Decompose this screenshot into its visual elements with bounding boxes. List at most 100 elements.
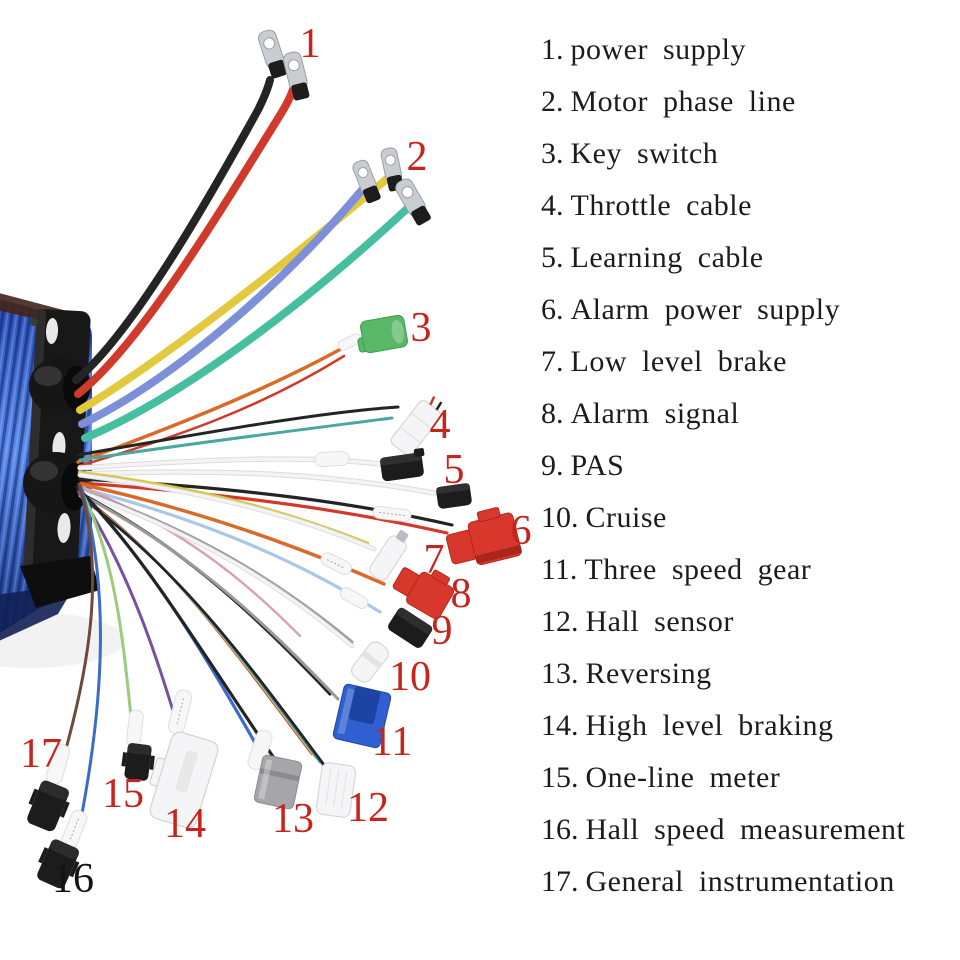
connector-8-red [392,567,455,620]
wire-cruise-white [79,490,354,648]
legend-item-3: 3.Key switch [541,128,960,180]
grommet-highlight-upper [34,366,62,386]
connector-5a-black [380,448,425,482]
legend-label: Alarm signal [570,397,740,430]
connector-12-white [315,762,357,818]
connector-10-white [351,641,389,683]
bracket-foot [20,556,100,608]
connector-6-red [445,507,522,566]
marker-8: 8 [451,571,472,617]
marker-7: 7 [424,537,445,583]
connector-3-green [357,314,408,354]
wire-learning-white-a [78,457,382,470]
marker-2: 2 [407,134,428,180]
legend-label: Three speed gear [584,553,812,586]
legend-label: Throttle cable [570,189,752,222]
legend-item-16: 16.Hall speed measurement [541,804,960,856]
number-markers: 1 2 3 4 5 6 7 8 9 10 11 12 13 14 15 16 1… [20,21,532,902]
wire-hall-yellow [78,494,318,760]
key-switch-crimp [337,333,363,351]
sleeve-print-14 [176,698,184,726]
marker-3: 3 [411,305,432,351]
wire-throttle-black [76,405,400,457]
marker-12: 12 [347,785,389,831]
legend-item-2: 2.Motor phase line [541,76,960,128]
motor-harness-photo: 1 2 3 4 5 6 7 8 9 10 11 12 13 14 15 16 1… [0,21,532,902]
legend-label: Alarm power supply [570,293,841,326]
legend-item-11: 11.Three speed gear [541,544,960,596]
legend-item-1: 1.power supply [541,24,960,76]
pas-sleeve [339,587,369,609]
connector-5b-black [436,483,472,509]
alarm-signal-sleeve [320,552,352,575]
marker-11: 11 [372,719,412,765]
legend-label: Motor phase line [570,85,796,118]
wire-hall-red [77,492,314,756]
marker-5: 5 [444,447,465,493]
legend-item-17: 17.General instrumentation [541,856,960,908]
connector-4-white [390,396,443,456]
legend-number: 12. [541,605,579,638]
wire-brake-white [78,473,376,551]
legend-number: 4. [541,189,564,222]
marker-14: 14 [164,801,206,847]
legend-label: Learning cable [570,241,764,274]
legend-item-10: 10.Cruise [541,492,960,544]
legend-item-5: 5.Learning cable [541,232,960,284]
legend-number: 11. [541,553,578,586]
marker-1: 1 [300,21,321,67]
legend-item-13: 13.Reversing [541,648,960,700]
wire-hallspeed-blue [78,484,102,826]
legend-number: 13. [541,657,579,690]
legend-item-8: 8.Alarm signal [541,388,960,440]
connectors [27,29,522,889]
legend-number: 6. [541,293,564,326]
marker-6: 6 [511,508,532,554]
legend-item-12: 12.Hall sensor [541,596,960,648]
ring-terminal-2c [395,178,431,226]
legend-number: 8. [541,397,564,430]
ring-terminal-1a [257,29,287,79]
connector-7-white [369,530,409,581]
wire-power-black [72,76,274,384]
wire-throttle-teal [78,416,394,462]
legend-number: 7. [541,345,564,378]
legend-label: Cruise [585,501,667,534]
ring-terminal-2b [380,147,404,192]
connector-11-blue [332,683,392,749]
screw-head [30,318,38,326]
reversing-sleeve [247,729,273,771]
legend-item-4: 4.Throttle cable [541,180,960,232]
legend-number: 1. [541,33,564,66]
legend-number: 10. [541,501,579,534]
legend-number: 16. [541,813,579,846]
marker-10: 10 [389,654,431,700]
wire-learning-white-b [80,470,436,495]
legend-item-14: 14.High level braking [541,700,960,752]
marker-16: 16 [52,856,94,902]
legend-label: Key switch [570,137,719,170]
legend-number: 2. [541,85,564,118]
wires [62,76,454,826]
learning-sleeve [314,450,350,468]
legend-item-9: 9.PAS [541,440,960,492]
connector-15-black [121,743,155,781]
motor [0,293,100,641]
legend-list: 1.power supply 2.Motor phase line 3.Key … [541,24,960,908]
marker-13: 13 [272,796,314,842]
wire-brake-yellow [77,470,370,545]
legend-label: Hall sensor [585,605,734,638]
connector-13-gray [253,754,303,810]
legend-label: PAS [570,449,625,482]
legend-number: 17. [541,865,579,898]
wire-speedgear-gray [80,493,340,701]
wire-phase-green [81,202,414,442]
legend-label: Reversing [585,657,712,690]
sleeve-print [326,559,346,569]
ring-terminal-2a [352,159,381,204]
wire-phase-blue [78,186,366,428]
legend-label: Low level brake [570,345,787,378]
meter-sleeve [126,709,144,747]
legend-number: 15. [541,761,579,794]
